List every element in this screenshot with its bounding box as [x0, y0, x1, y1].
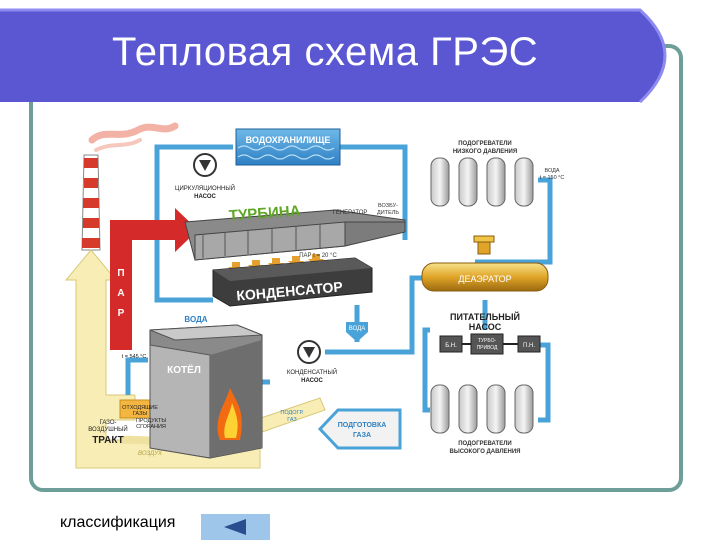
water-top-label: ВОДА	[184, 315, 207, 324]
classification-link[interactable]: классификация	[60, 514, 176, 531]
flue-gases-label-2: ГАЗЫ	[133, 411, 148, 417]
condenser: КОНДЕНСАТОР	[212, 257, 373, 307]
smoke-plume	[88, 122, 179, 152]
heated-gas-label-2: ГАЗ	[287, 417, 297, 423]
generator-label: ГЕНЕРАТОР	[333, 210, 368, 216]
condensate-pump-label-1: КОНДЕНСАТНЫЙ	[287, 368, 337, 376]
feed-pump-label-1: ПИТАТЕЛЬНЫЙ	[450, 311, 520, 322]
air-label: ВОЗДУХ	[138, 451, 163, 457]
exciter-label-1: ВОЗБУ-	[378, 203, 398, 209]
feed-pump: ПИТАТЕЛЬНЫЙ НАСОС Б.Н. ТУРБО- ПРИВОД П.Н…	[439, 311, 541, 355]
steam-pipe	[110, 208, 198, 350]
svg-text:Р: Р	[118, 308, 125, 319]
back-button[interactable]	[201, 514, 270, 540]
condensate-pump-label-2: НАСОС	[301, 378, 323, 384]
water-condensate-badge: ВОДА	[346, 322, 368, 342]
heated-gas-label-1: ПОДОГР.	[280, 410, 304, 416]
deaerator: ДЕАЭРАТОР	[421, 235, 549, 292]
gas-air-tract-label-2: ВОЗДУШНЫЙ	[88, 425, 128, 433]
water-150-label-1: ВОДА	[544, 168, 559, 174]
feed-pump-label-2: НАСОС	[469, 322, 502, 332]
svg-text:ВОДА: ВОДА	[349, 326, 365, 332]
gas-air-tract-label-3: ТРАКТ	[92, 435, 124, 446]
turbine-label: ТУРБИНА	[228, 203, 301, 225]
gas-air-tract-label-1: ГАЗО-	[99, 420, 116, 426]
combustion-label-2: СГОРАНИЯ	[136, 424, 166, 430]
left-arrow-icon	[224, 519, 246, 535]
gas-prep-label-1: ПОДГОТОВКА	[338, 422, 387, 429]
flue-gases-label-1: ОТХОДЯЩИЕ	[122, 405, 158, 411]
boiler: КОТЁЛ	[149, 324, 263, 459]
steam-temp-label: ПАР t = 20 °C	[299, 253, 337, 259]
deaerator-label: ДЕАЭРАТОР	[458, 274, 511, 284]
reservoir: ВОДОХРАНИЛИЩЕ	[235, 128, 341, 166]
title-banner	[0, 8, 667, 104]
lp-heaters: ПОДОГРЕВАТЕЛИ НИЗКОГО ДАВЛЕНИЯ ВОДА t = …	[430, 141, 565, 207]
turbo-drive-label-1: ТУРБО-	[478, 338, 497, 344]
combustion-label-1: ПРОДУКТЫ	[136, 418, 167, 424]
hp-heaters: ПОДОГРЕВАТЕЛИ ВЫСОКОГО ДАВЛЕНИЯ	[430, 384, 534, 455]
gas-prep-label-2: ГАЗА	[353, 432, 371, 439]
page-title: Тепловая схема ГРЭС	[112, 30, 539, 74]
condensate-pump: КОНДЕНСАТНЫЙ НАСОС	[287, 340, 337, 384]
svg-text:П: П	[117, 268, 124, 279]
lp-heaters-label-2: НИЗКОГО ДАВЛЕНИЯ	[453, 149, 517, 155]
boiler-temp-label: t = 545 °C	[122, 354, 147, 360]
pn-label: П.Н.	[523, 343, 535, 349]
hp-heaters-label-2: ВЫСОКОГО ДАВЛЕНИЯ	[449, 449, 520, 455]
circulation-pump: ЦИРКУЛЯЦИОННЫЙ НАСОС	[175, 153, 235, 200]
hp-heaters-label-1: ПОДОГРЕВАТЕЛИ	[458, 441, 512, 447]
steam-vertical-label: П А Р t = 545 °C	[117, 268, 146, 360]
svg-text:А: А	[117, 288, 124, 299]
chimney	[81, 154, 101, 251]
turbine: ТУРБИНА ГЕНЕРАТОР ВОЗБУ- ДИТЕЛЬ	[184, 203, 406, 261]
lp-heaters-label-1: ПОДОГРЕВАТЕЛИ	[458, 141, 512, 147]
gas-prep: ПОДГОТОВКА ГАЗА	[317, 408, 402, 450]
boiler-label: КОТЁЛ	[167, 363, 201, 376]
turbo-drive-label-2: ПРИВОД	[477, 345, 498, 351]
exciter-label-2: ДИТЕЛЬ	[377, 210, 399, 216]
circulation-pump-label-2: НАСОС	[194, 194, 216, 200]
bn-label: Б.Н.	[445, 343, 457, 349]
circulation-pump-label-1: ЦИРКУЛЯЦИОННЫЙ	[175, 184, 235, 192]
reservoir-label: ВОДОХРАНИЛИЩЕ	[246, 135, 331, 145]
water-150-label-2: t = 150 °C	[540, 175, 565, 181]
